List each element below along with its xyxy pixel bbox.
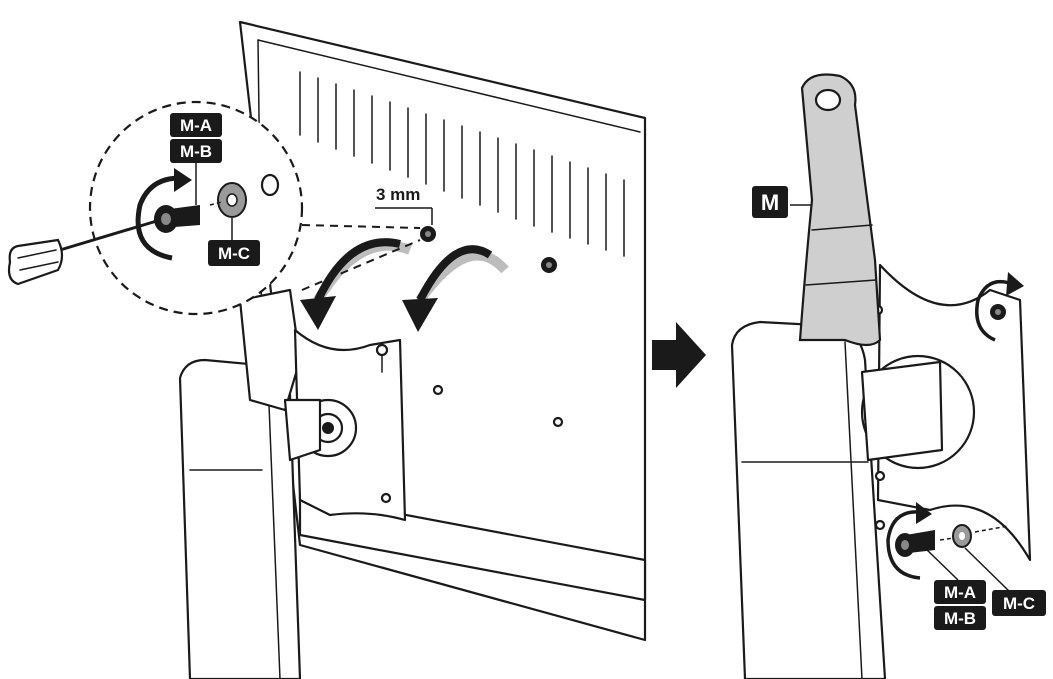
zoom-callout: [7, 100, 304, 316]
left-step: M-A M-B M-C 3 mm: [7, 20, 647, 679]
right-step: M M-A M-B M-C: [730, 73, 1046, 679]
svg-text:M-B: M-B: [180, 142, 212, 161]
screw-icon: [154, 205, 200, 233]
callout-connector: [301, 224, 421, 291]
arm-part-m: [798, 73, 882, 347]
hang-arrow-icon: [402, 245, 509, 332]
label-screw-b: M-B: [934, 606, 986, 630]
next-step-arrow-icon: [652, 322, 706, 388]
svg-text:M: M: [761, 190, 779, 215]
svg-text:M-B: M-B: [944, 609, 976, 628]
rotate-clockwise-icon: [975, 272, 1024, 342]
vent-grille: [299, 71, 625, 257]
label-screw-b: M-B: [170, 139, 222, 163]
label-washer: M-C: [208, 240, 260, 266]
rotate-clockwise-icon: [886, 502, 932, 580]
mount-arm: [238, 288, 302, 412]
washer-icon: [952, 524, 972, 548]
label-washer: M-C: [992, 590, 1046, 616]
label-screw-a: M-A: [170, 113, 222, 137]
washer-icon: [217, 182, 247, 218]
svg-text:M-A: M-A: [944, 583, 976, 602]
label-part-m: M: [752, 186, 788, 218]
rotate-clockwise-icon: [135, 168, 192, 261]
svg-text:M-C: M-C: [218, 244, 250, 263]
svg-text:3 mm: 3 mm: [376, 185, 420, 204]
monitor-screw: [541, 257, 557, 273]
label-screw-a: M-A: [934, 580, 986, 604]
monitor-screw: [420, 226, 436, 242]
vesa-bracket: [283, 328, 407, 522]
svg-text:M-A: M-A: [180, 116, 212, 135]
svg-text:M-C: M-C: [1003, 594, 1035, 613]
hang-arrow-icon: [300, 238, 412, 330]
screwdriver-icon: [7, 218, 161, 286]
screw-icon: [895, 530, 935, 557]
gap-dimension: 3 mm: [375, 185, 433, 225]
